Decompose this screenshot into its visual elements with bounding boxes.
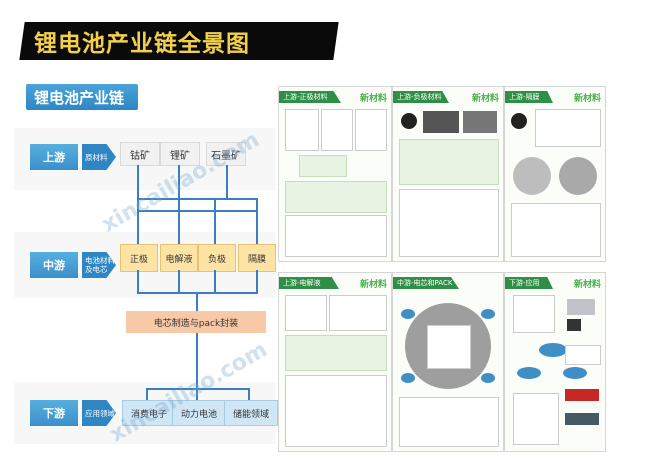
connector	[256, 270, 258, 292]
panel-separator: 上游-隔膜 新材料	[504, 86, 606, 262]
storage-photo	[565, 413, 599, 425]
raw-material-lithium: 锂矿	[160, 142, 200, 166]
stage-upstream: 上游	[30, 144, 78, 170]
laptop-photo	[567, 299, 595, 315]
info-box	[513, 295, 555, 333]
connector	[178, 270, 180, 292]
panel-title: 上游-隔膜	[505, 91, 553, 103]
panel-electrolyte: 上游-电解液 新材料	[278, 272, 392, 452]
raw-material-graphite: 石墨矿	[206, 142, 246, 166]
connector	[196, 333, 198, 389]
connector	[137, 165, 139, 199]
raw-material-cobalt: 钴矿	[120, 142, 160, 166]
material-photo	[423, 111, 459, 133]
app-power-battery: 动力电池	[172, 400, 226, 426]
panel-anode-material: 上游-负极材料 新材料	[392, 86, 504, 262]
process-node	[539, 343, 567, 357]
panel-title: 中游-电芯和PACK	[393, 277, 459, 289]
brand-logo: 新材料	[573, 280, 601, 290]
info-table	[399, 189, 499, 257]
connector	[196, 388, 198, 400]
panel-title: 下游-应用	[505, 277, 553, 289]
info-table	[285, 375, 387, 447]
connector	[178, 165, 180, 211]
downstream-category-label: 应用领域	[85, 408, 115, 418]
info-box	[355, 109, 387, 151]
page-title: 锂电池产业链全景图	[34, 31, 250, 57]
process-node	[481, 373, 495, 383]
stage-downstream: 下游	[30, 400, 78, 426]
connector	[178, 210, 180, 244]
brand-logo: 新材料	[359, 94, 387, 104]
connector	[248, 388, 250, 400]
info-box	[285, 295, 327, 331]
material-electrolyte: 电解液	[160, 244, 198, 272]
material-anode: 负极	[198, 244, 236, 272]
pack-assembly: 电芯制造与pack封装	[126, 311, 266, 333]
panel-applications: 下游-应用 新材料	[504, 272, 606, 452]
panel-title: 上游-负极材料	[393, 91, 449, 103]
material-sample-icon	[511, 113, 527, 129]
info-box	[299, 155, 347, 177]
material-separator: 隔膜	[238, 244, 276, 272]
info-box	[399, 139, 499, 185]
process-node	[563, 367, 587, 379]
process-node	[517, 367, 541, 379]
connector	[137, 270, 139, 292]
panel-cathode-material: 上游-正极材料 新材料	[278, 86, 392, 262]
info-table	[511, 203, 601, 257]
connector	[137, 198, 139, 244]
stage-midstream: 中游	[30, 252, 78, 278]
connector	[137, 198, 257, 200]
info-box	[329, 295, 387, 331]
info-box	[427, 325, 471, 369]
app-energy-storage: 储能领域	[224, 400, 278, 426]
info-box	[285, 335, 387, 371]
material-sample-icon	[401, 113, 417, 129]
subtitle-banner	[26, 84, 138, 110]
app-consumer-electronics: 消费电子	[122, 400, 176, 426]
material-photo	[463, 111, 497, 133]
info-box	[285, 109, 319, 151]
info-table	[285, 181, 387, 213]
connector	[196, 292, 198, 311]
connector	[137, 210, 257, 212]
midstream-category-label: 电池材料及电芯	[85, 256, 115, 274]
material-photo	[559, 157, 597, 195]
info-table	[399, 397, 499, 447]
material-photo	[513, 157, 551, 195]
process-node	[481, 309, 495, 319]
connector	[214, 270, 216, 292]
connector	[256, 198, 258, 244]
process-node	[401, 309, 415, 319]
connector	[226, 165, 228, 199]
info-box	[535, 109, 601, 147]
process-node	[401, 373, 415, 383]
info-table	[285, 215, 387, 257]
info-box	[321, 109, 353, 151]
panel-cell-and-pack: 中游-电芯和PACK	[392, 272, 504, 452]
camera-photo	[567, 319, 581, 331]
connector	[214, 198, 216, 244]
brand-logo: 新材料	[359, 280, 387, 290]
upstream-category-label: 原材料	[85, 152, 108, 162]
info-table	[513, 393, 559, 445]
connector	[146, 388, 148, 400]
brand-logo: 新材料	[471, 94, 499, 104]
panel-title: 上游-电解液	[279, 277, 339, 289]
diagram-title: 锂电池产业链	[34, 89, 125, 107]
car-photo	[565, 389, 599, 401]
info-box	[565, 345, 601, 365]
panel-title: 上游-正极材料	[279, 91, 341, 103]
connector	[146, 388, 250, 390]
material-cathode: 正极	[120, 244, 158, 272]
brand-logo: 新材料	[573, 94, 601, 104]
